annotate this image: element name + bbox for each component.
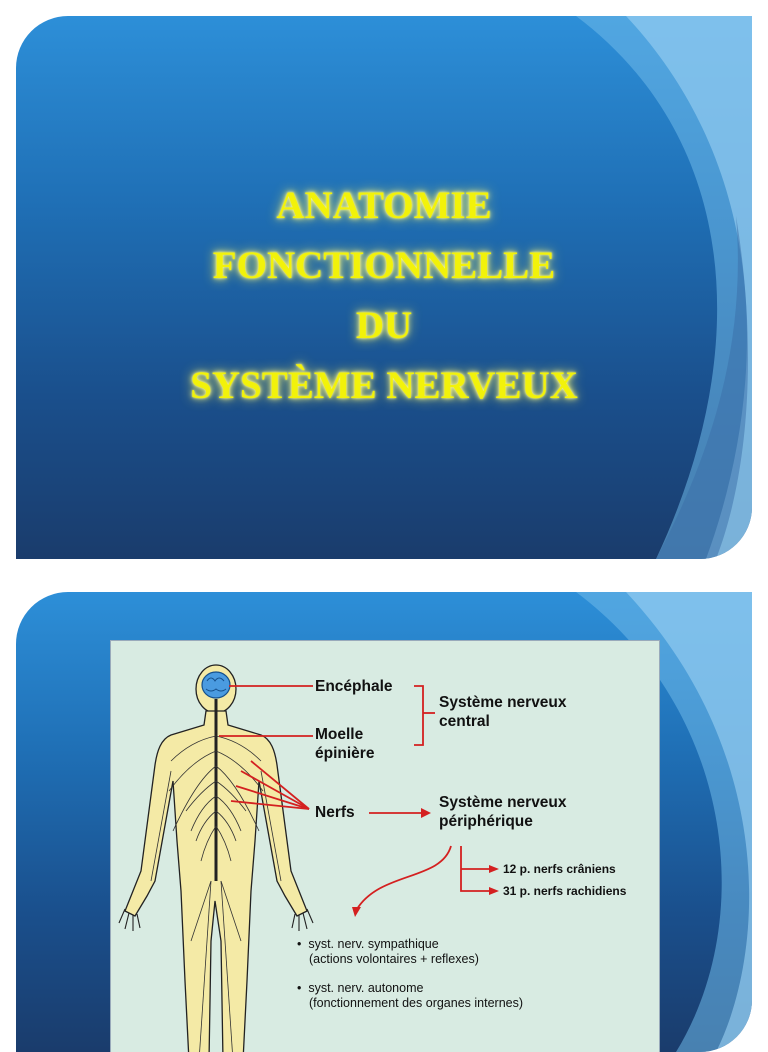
title-line: DU (355, 304, 413, 347)
diagram-slide: Encéphale Moelle épinière Nerfs Système … (16, 592, 752, 1052)
brain-icon (201, 671, 231, 699)
slide-background-swoosh (576, 592, 752, 1052)
label-encephale: Encéphale (315, 678, 393, 695)
slide-title: ANATOMIE FONCTIONNELLE DU SYSTÈME NERVEU… (16, 176, 752, 416)
label-spinal: 31 p. nerfs rachidiens (503, 884, 627, 898)
title-line: ANATOMIE (276, 184, 492, 227)
label-moelle-2: épinière (315, 745, 375, 762)
bullet-dot: • (297, 937, 309, 951)
label-moelle-1: Moelle (315, 726, 364, 743)
human-body-figure (118, 664, 499, 1052)
title-slide: ANATOMIE FONCTIONNELLE DU SYSTÈME NERVEU… (16, 16, 752, 559)
title-line: SYSTÈME NERVEUX (190, 364, 578, 407)
bullet-dot: • (297, 981, 309, 995)
label-snp-2: périphérique (439, 813, 533, 830)
title-line: FONCTIONNELLE (212, 244, 556, 287)
bullet-item: • syst. nerv. autonome (fonctionnement d… (297, 981, 524, 1010)
nervous-system-diagram: Encéphale Moelle épinière Nerfs Système … (110, 640, 660, 1052)
label-snc-1: Système nerveux (439, 694, 567, 711)
slide-background-swoosh (576, 16, 752, 559)
label-cranial: 12 p. nerfs crâniens (503, 862, 616, 876)
label-snc-2: central (439, 713, 490, 730)
label-snp-1: Système nerveux (439, 794, 567, 811)
bullet-item: • syst. nerv. sympathique (actions volon… (297, 937, 479, 966)
label-nerfs: Nerfs (315, 804, 355, 821)
